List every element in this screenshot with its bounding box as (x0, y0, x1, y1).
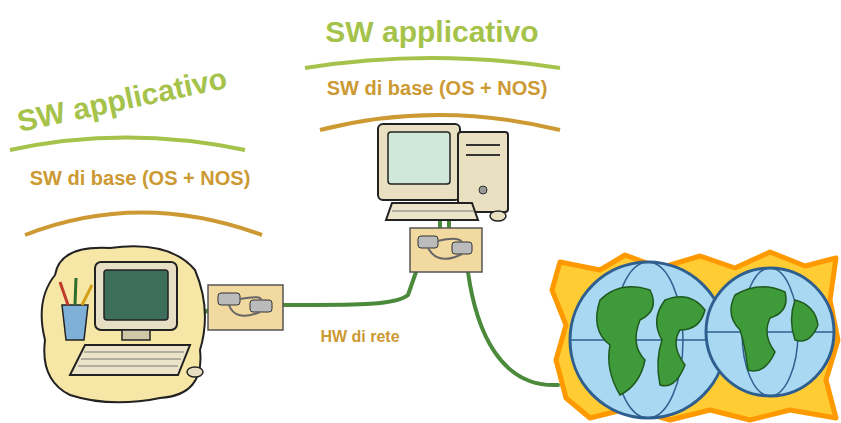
network-label: HW di rete (320, 329, 399, 345)
software-label: SW applicativo (325, 17, 538, 47)
network-cable (186, 213, 558, 385)
software-label: SW applicativo (15, 63, 230, 137)
network-hardware (208, 228, 482, 330)
internet-globes (552, 252, 838, 420)
workstation-icon (42, 246, 205, 402)
software-label: SW di base (OS + NOS) (327, 78, 548, 98)
gold-arc (25, 213, 262, 236)
software-label: SW di base (OS + NOS) (30, 168, 251, 188)
server-icon (378, 124, 508, 221)
green-arc (305, 58, 560, 68)
green-arc (10, 138, 245, 151)
